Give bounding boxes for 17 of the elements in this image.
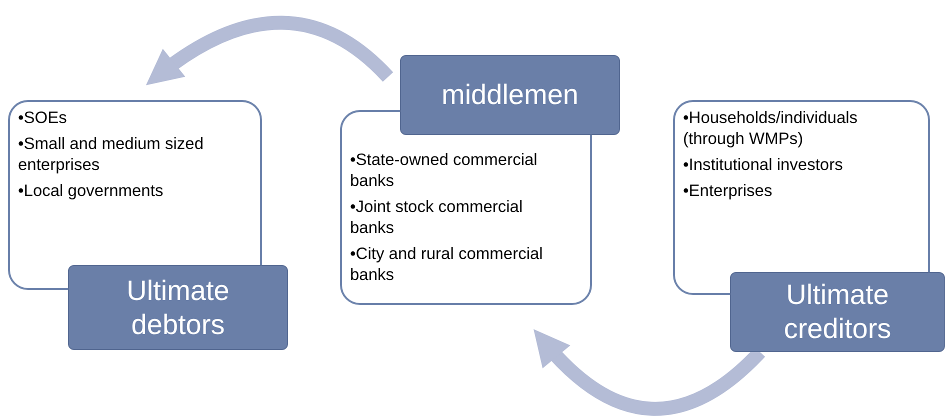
bullet-item: •Enterprises xyxy=(683,181,774,202)
curved-arrow xyxy=(532,330,765,416)
bullet-item: •SOEs xyxy=(18,108,68,129)
label-box xyxy=(400,55,620,135)
bank-list-box xyxy=(340,110,592,305)
bullet-item: •Small and medium sized enterprises xyxy=(18,134,205,176)
label-box xyxy=(730,272,945,352)
bullet-item: •State-owned commercial banks xyxy=(350,150,538,192)
bullet-item: •Institutional investors xyxy=(683,155,844,176)
bullet-item: •Joint stock commercial banks xyxy=(350,197,524,239)
bullet-item: •Local governments xyxy=(18,181,164,202)
heading-text: Ultimate creditors xyxy=(782,278,892,346)
bullet-item: •City and rural commercial banks xyxy=(350,244,544,286)
heading-text: middlemen xyxy=(442,78,578,112)
bullet-item: •Households/individuals (through WMPs) xyxy=(683,108,859,150)
heading-text: Ultimate debtors xyxy=(126,274,230,342)
label-box xyxy=(68,265,288,350)
